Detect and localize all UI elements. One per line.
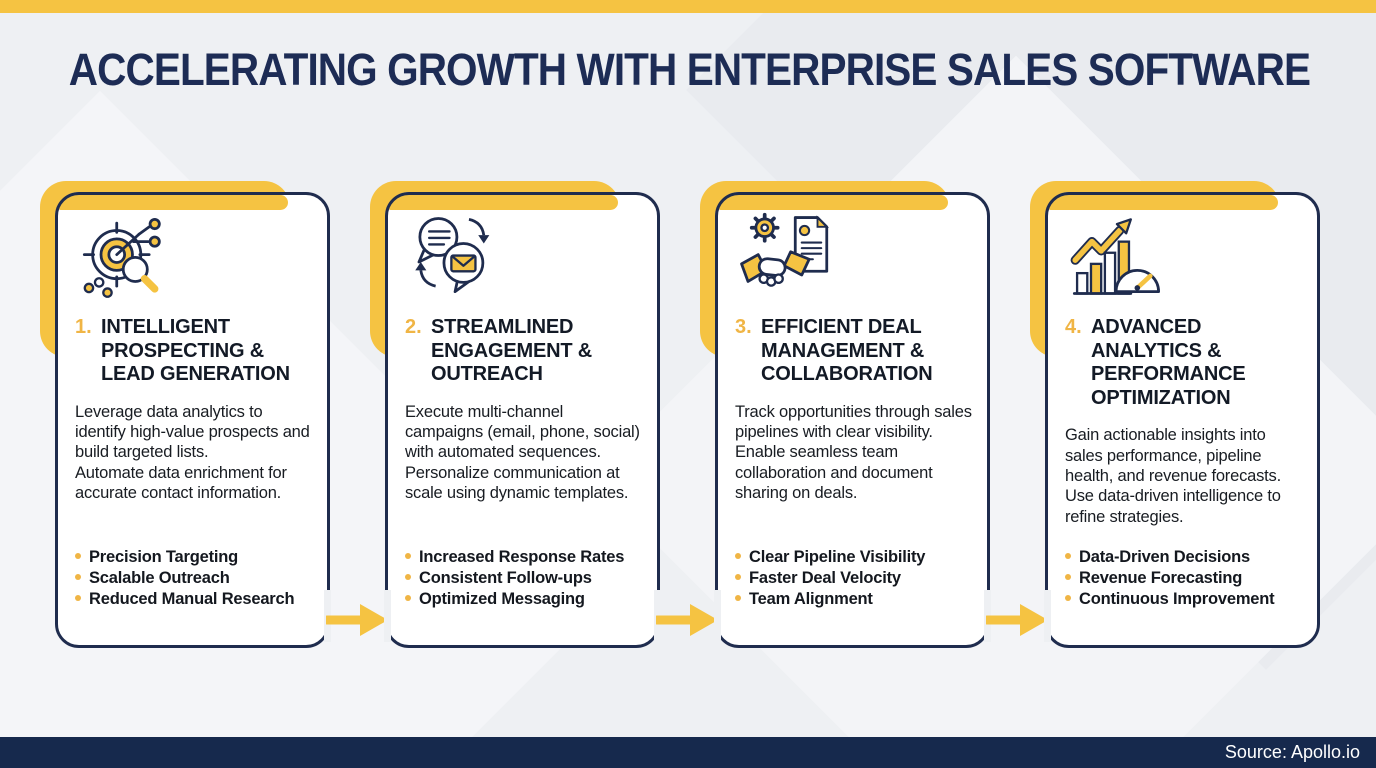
list-item: Increased Response Rates xyxy=(405,547,643,568)
card-accent-topband xyxy=(388,195,618,210)
card-content: 2. STREAMLINED ENGAGEMENT & OUTREACH Exe… xyxy=(385,192,660,648)
prospecting-target-icon xyxy=(77,212,313,304)
list-item: Consistent Follow-ups xyxy=(405,568,643,589)
step-title: ADVANCED ANALYTICS & PERFORMANCE OPTIMIZ… xyxy=(1091,316,1246,409)
card-content: 4. ADVANCED ANALYTICS & PERFORMANCE OPTI… xyxy=(1045,192,1320,648)
right-arrow-icon xyxy=(324,192,391,648)
card-accent-topband xyxy=(718,195,948,210)
step-number: 2. xyxy=(405,316,422,338)
step-title: STREAMLINED ENGAGEMENT & OUTREACH xyxy=(431,316,592,386)
page-title: ACCELERATING GROWTH WITH ENTERPRISE SALE… xyxy=(68,44,1311,95)
bullet-dot-icon xyxy=(405,574,411,581)
list-item: Reduced Manual Research xyxy=(75,589,313,610)
list-item: Faster Deal Velocity xyxy=(735,568,973,589)
bullet-dot-icon xyxy=(735,553,741,560)
bullet-dot-icon xyxy=(1065,595,1071,602)
card-accent-topband xyxy=(1048,195,1278,210)
bullet-dot-icon xyxy=(75,553,81,560)
right-arrow-icon xyxy=(654,192,721,648)
engagement-messaging-icon xyxy=(407,212,643,304)
step-number: 3. xyxy=(735,316,752,338)
bullet-dot-icon xyxy=(1065,574,1071,581)
bullet-dot-icon xyxy=(1065,553,1071,560)
list-item: Scalable Outreach xyxy=(75,568,313,589)
list-item: Precision Targeting xyxy=(75,547,313,568)
source-credit: Source: Apollo.io xyxy=(1224,742,1360,762)
step-title: INTELLIGENT PROSPECTING & LEAD GENERATIO… xyxy=(101,316,290,386)
step-card: 1. INTELLIGENT PROSPECTING & LEAD GENERA… xyxy=(40,181,330,648)
step-description: Gain actionable insights into sales perf… xyxy=(1065,426,1281,526)
step-benefits-list: Data-Driven Decisions Revenue Forecastin… xyxy=(1065,547,1303,610)
bullet-dot-icon xyxy=(75,595,81,602)
steps-row: 1. INTELLIGENT PROSPECTING & LEAD GENERA… xyxy=(40,181,1320,648)
bullet-dot-icon xyxy=(735,595,741,602)
top-accent-bar xyxy=(0,0,1376,13)
bullet-dot-icon xyxy=(75,574,81,581)
bullet-dot-icon xyxy=(735,574,741,581)
card-accent-topband xyxy=(58,195,288,210)
right-arrow-icon xyxy=(984,192,1051,648)
card-background xyxy=(385,192,660,648)
step-description: Leverage data analytics to identify high… xyxy=(75,402,310,502)
deal-collaboration-icon xyxy=(737,212,973,304)
footer-bar: Source: Apollo.io xyxy=(0,737,1376,768)
step-card: 2. STREAMLINED ENGAGEMENT & OUTREACH Exe… xyxy=(370,181,660,648)
bullet-dot-icon xyxy=(405,553,411,560)
step-number: 1. xyxy=(75,316,92,338)
list-item: Data-Driven Decisions xyxy=(1065,547,1303,568)
bullet-dot-icon xyxy=(405,595,411,602)
list-item: Optimized Messaging xyxy=(405,589,643,610)
step-title: EFFICIENT DEAL MANAGEMENT & COLLABORATIO… xyxy=(761,316,933,386)
list-item: Team Alignment xyxy=(735,589,973,610)
step-description: Track opportunities through sales pipeli… xyxy=(735,402,972,502)
step-benefits-list: Increased Response Rates Consistent Foll… xyxy=(405,547,643,610)
step-benefits-list: Clear Pipeline Visibility Faster Deal Ve… xyxy=(735,547,973,610)
step-card: 4. ADVANCED ANALYTICS & PERFORMANCE OPTI… xyxy=(1030,181,1320,648)
step-card: 3. EFFICIENT DEAL MANAGEMENT & COLLABORA… xyxy=(700,181,990,648)
step-benefits-list: Precision Targeting Scalable Outreach Re… xyxy=(75,547,313,610)
list-item: Clear Pipeline Visibility xyxy=(735,547,973,568)
list-item: Revenue Forecasting xyxy=(1065,568,1303,589)
step-description: Execute multi-channel campaigns (email, … xyxy=(405,402,640,502)
step-number: 4. xyxy=(1065,316,1082,338)
card-content: 3. EFFICIENT DEAL MANAGEMENT & COLLABORA… xyxy=(715,192,990,648)
card-background xyxy=(55,192,330,648)
analytics-gauge-icon xyxy=(1067,212,1303,304)
list-item: Continuous Improvement xyxy=(1065,589,1303,610)
card-content: 1. INTELLIGENT PROSPECTING & LEAD GENERA… xyxy=(55,192,330,648)
